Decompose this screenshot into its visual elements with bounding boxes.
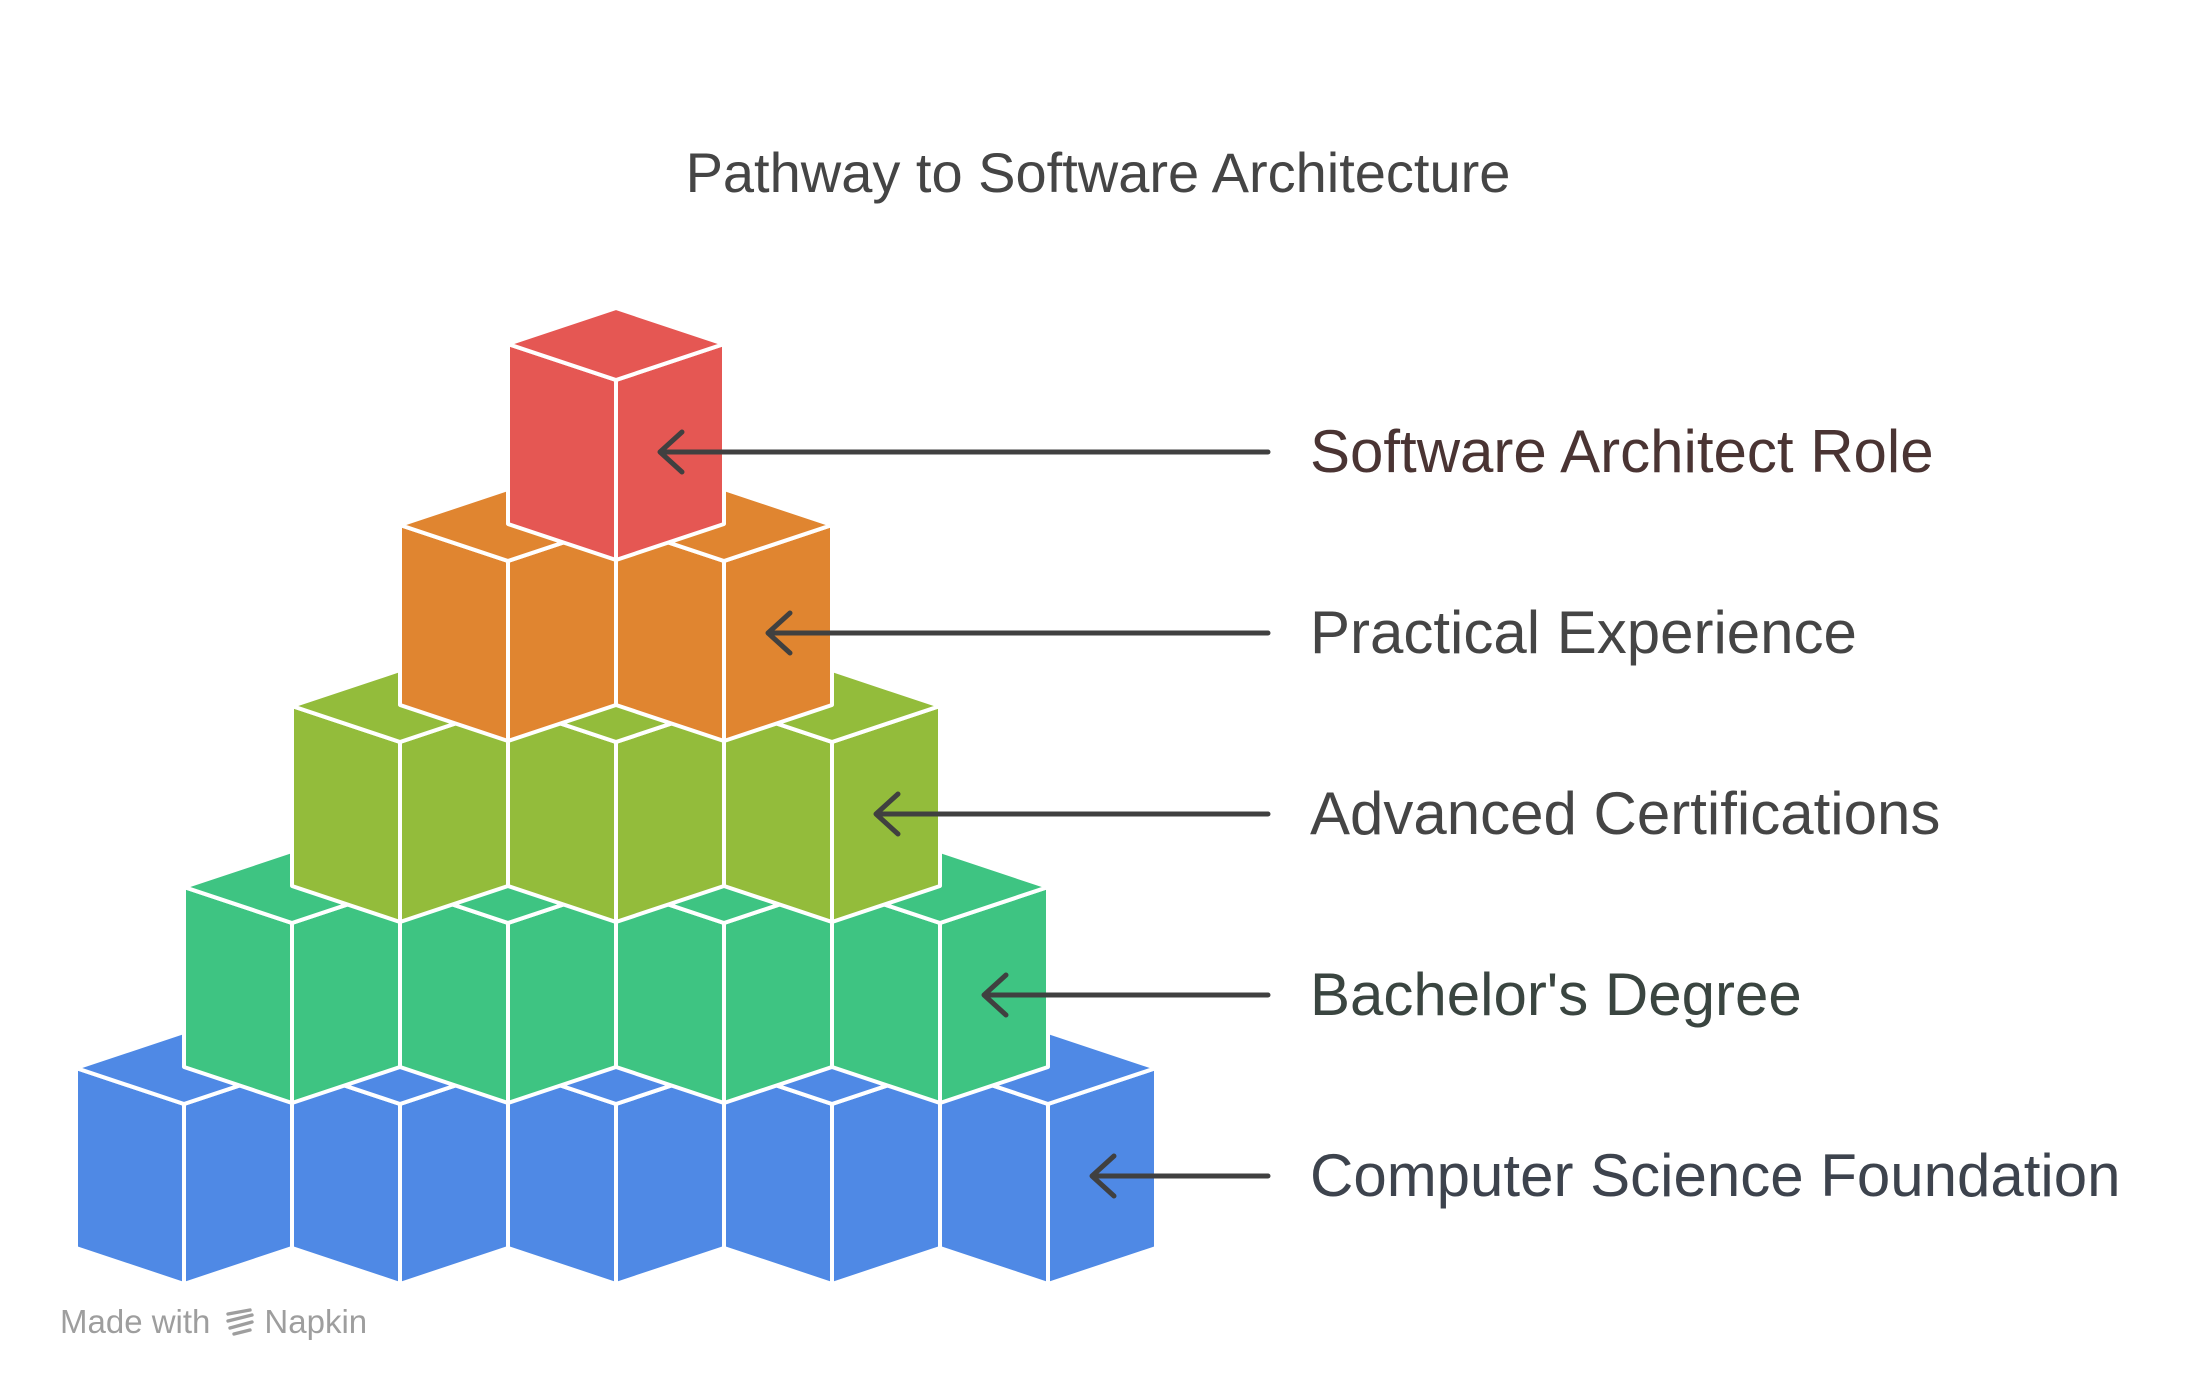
level-label: Software Architect Role: [1310, 418, 1934, 485]
level-arrow: [873, 791, 1271, 837]
level-label: Bachelor's Degree: [1310, 961, 1802, 1028]
cube-row-3: [290, 668, 942, 924]
level-arrows: [657, 429, 1271, 1199]
napkin-logo-icon: [226, 1308, 255, 1336]
diagram-title: Pathway to Software Architecture: [685, 141, 1511, 204]
made-with-text: Made with: [60, 1303, 211, 1340]
made-with-napkin-footer[interactable]: Made with Napkin: [60, 1303, 367, 1341]
cube-block: [506, 306, 726, 562]
level-arrow: [1089, 1153, 1271, 1199]
level-label: Advanced Certifications: [1310, 780, 1940, 847]
level-label: Practical Experience: [1310, 599, 1857, 666]
cube-row-1: [506, 306, 726, 562]
napkin-brand-text: Napkin: [264, 1303, 368, 1340]
cube-top-face: [506, 306, 726, 382]
level-arrow: [765, 610, 1271, 656]
level-labels: Computer Science Foundation Bachelor's De…: [1310, 418, 2120, 1209]
level-arrow: [981, 972, 1271, 1018]
level-label: Computer Science Foundation: [1310, 1142, 2120, 1209]
cube-block: [182, 849, 402, 1105]
level-arrow: [657, 429, 1271, 475]
